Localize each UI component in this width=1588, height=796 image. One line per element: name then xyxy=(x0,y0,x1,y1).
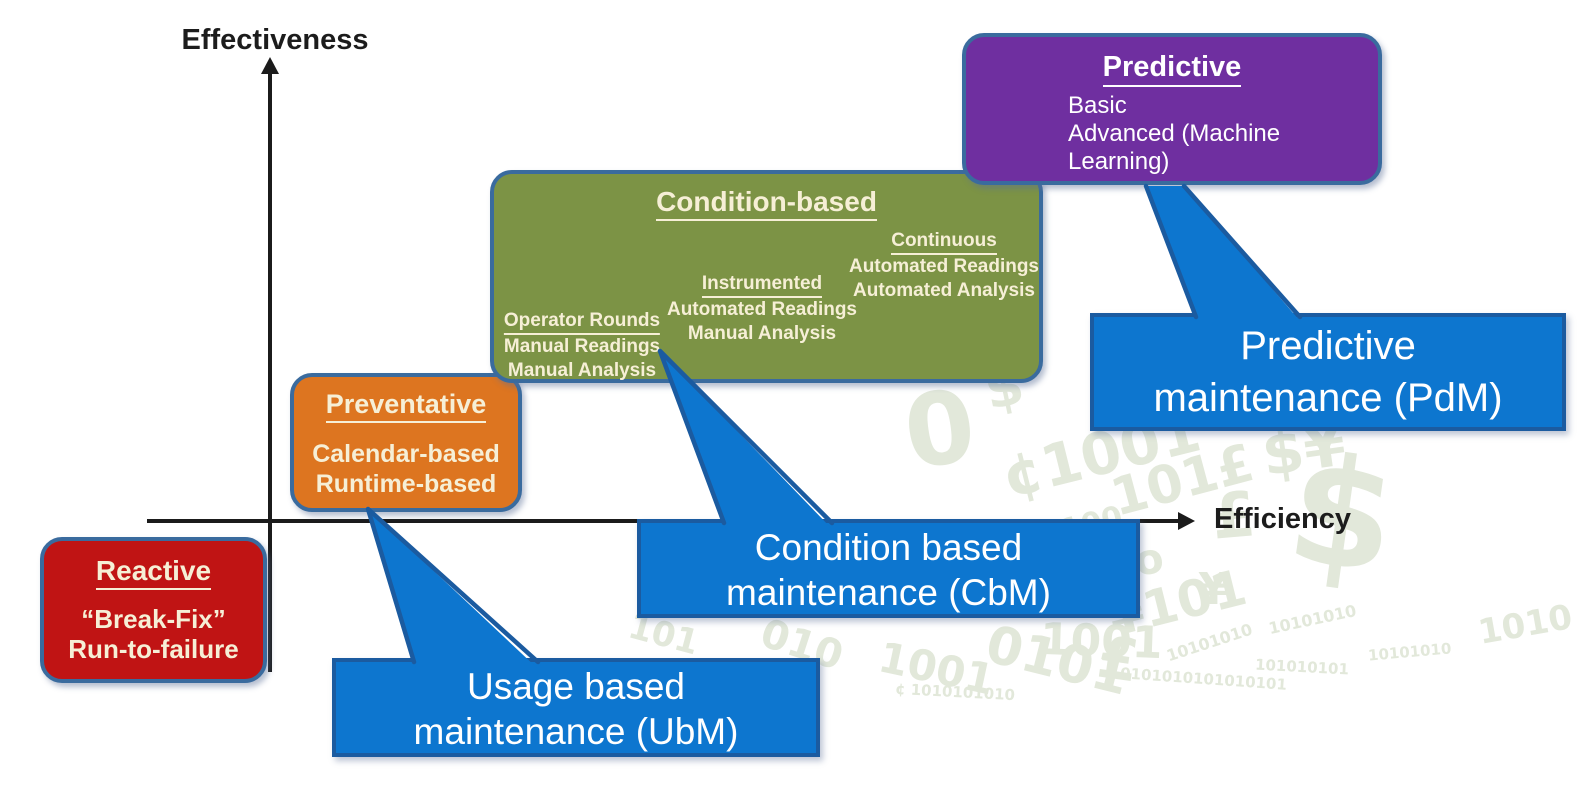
pdm-callout-line: maintenance (PdM) xyxy=(1153,376,1503,420)
operator-rounds-title: Operator Rounds xyxy=(503,309,661,335)
condition-based-box: Condition-based Operator Rounds Manual R… xyxy=(490,170,1043,383)
reactive-line: “Break-Fix” xyxy=(81,604,226,635)
continuous-line: Automated Readings xyxy=(848,256,1040,277)
watermark-glyph: 10101010 xyxy=(1367,639,1453,665)
effectiveness-axis-arrow-icon xyxy=(261,57,279,74)
predictive-title: Predictive xyxy=(1102,51,1242,88)
instrumented-title: Instrumented xyxy=(701,272,823,298)
pdm-callout: Predictive maintenance (PdM) xyxy=(1090,313,1566,431)
preventative-box: Preventative Calendar-based Runtime-base… xyxy=(290,373,522,512)
instrumented-line: Manual Analysis xyxy=(687,323,837,344)
predictive-line: Basic xyxy=(1068,92,1127,120)
watermark-glyph: ¢ 1010101010 xyxy=(894,679,1016,705)
predictive-line: Learning) xyxy=(1068,148,1170,176)
continuous-line: Automated Analysis xyxy=(853,280,1035,301)
efficiency-axis-arrow-icon xyxy=(1178,512,1195,530)
predictive-line: Advanced (Machine xyxy=(1068,120,1281,148)
reactive-box: Reactive “Break-Fix” Run-to-failure xyxy=(40,537,267,683)
effectiveness-axis-line xyxy=(268,72,272,672)
cbm-callout: Condition based maintenance (CbM) xyxy=(637,519,1140,618)
instrumented-group: Instrumented Automated Readings Manual A… xyxy=(667,272,857,346)
ubm-callout: Usage based maintenance (UbM) xyxy=(332,658,820,757)
ubm-callout-line: Usage based xyxy=(466,666,686,707)
condition-based-title: Condition-based xyxy=(656,186,877,222)
cbm-callout-line: Condition based xyxy=(754,527,1023,568)
watermark-glyph: 0 xyxy=(897,366,983,493)
operator-rounds-line: Manual Readings xyxy=(503,336,661,357)
preventative-line: Runtime-based xyxy=(315,470,497,499)
watermark-glyph: ¥ xyxy=(1198,564,1229,615)
y-axis-label: Effectiveness xyxy=(181,24,369,56)
instrumented-line: Automated Readings xyxy=(666,299,858,320)
continuous-title: Continuous xyxy=(891,229,997,255)
operator-rounds-line: Manual Analysis xyxy=(507,360,657,381)
x-axis-label: Efficiency xyxy=(1214,503,1351,535)
continuous-group: Continuous Automated Readings Automated … xyxy=(849,229,1039,303)
cbm-callout-line: maintenance (CbM) xyxy=(726,572,1051,613)
operator-rounds-group: Operator Rounds Manual Readings Manual A… xyxy=(503,309,661,383)
reactive-line: Run-to-failure xyxy=(68,634,239,665)
preventative-line: Calendar-based xyxy=(312,440,500,469)
predictive-box: Predictive Basic Advanced (Machine Learn… xyxy=(962,33,1382,185)
pdm-callout-line: Predictive xyxy=(1240,324,1416,368)
watermark-glyph: 10101010 xyxy=(1266,600,1358,639)
reactive-title: Reactive xyxy=(95,555,212,591)
preventative-title: Preventative xyxy=(325,389,487,424)
ubm-callout-line: maintenance (UbM) xyxy=(413,711,739,752)
watermark-glyph: 1010 xyxy=(1475,597,1576,653)
